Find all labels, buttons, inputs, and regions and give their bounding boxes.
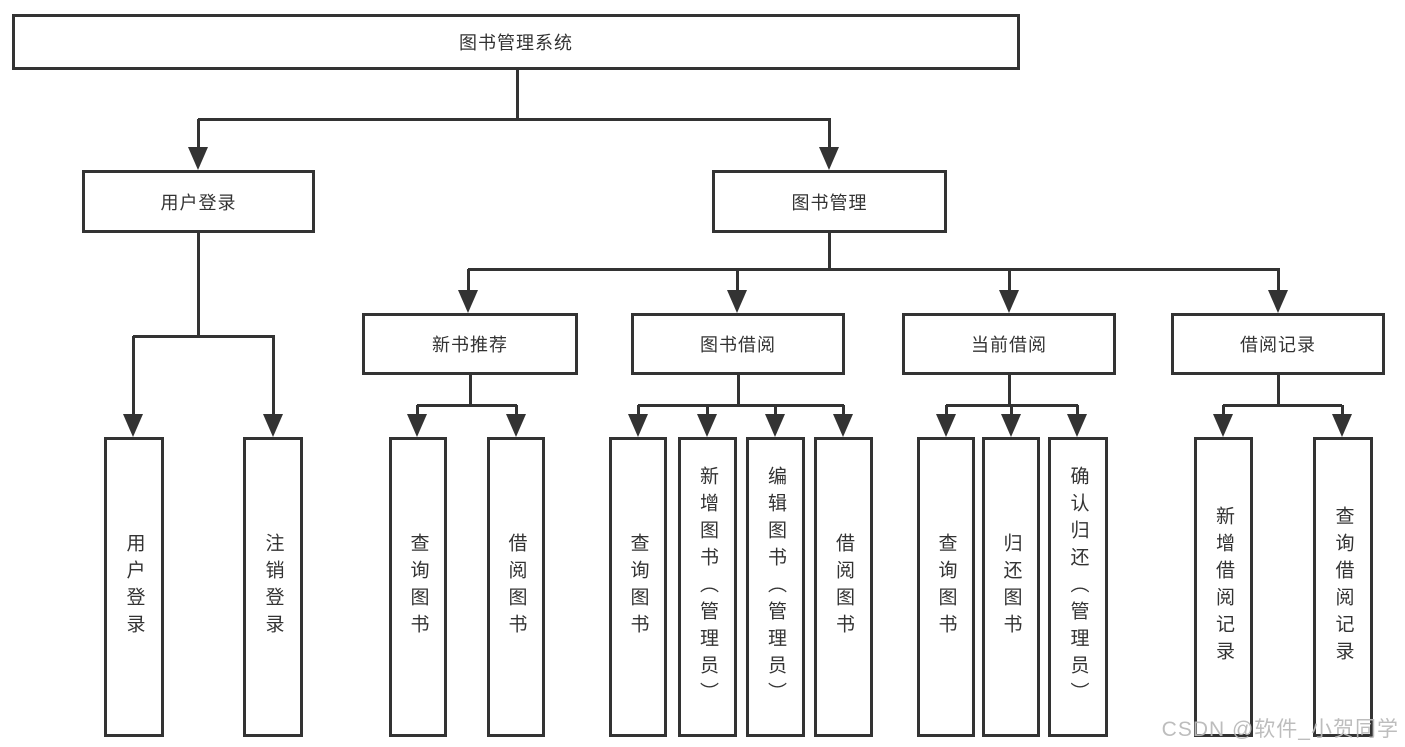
node-logout-action: 注销登录 bbox=[243, 437, 303, 737]
arrowhead-down-icon bbox=[188, 147, 208, 170]
connector-line-vertical bbox=[1340, 405, 1344, 419]
node-current-query-books: 查询图书 bbox=[917, 437, 975, 737]
node-label-user-login: 用户登录 bbox=[160, 192, 237, 213]
node-label-user-login-action: 用户登录 bbox=[123, 533, 145, 641]
arrowhead-down-icon bbox=[1001, 414, 1021, 437]
connector-line-vertical bbox=[841, 405, 845, 419]
node-new-book-recommend: 新书推荐 bbox=[362, 313, 578, 375]
node-label-borrow-borrow-books: 借阅图书 bbox=[833, 533, 854, 641]
arrowhead-down-icon bbox=[833, 414, 853, 437]
node-label-recommend-query-books: 查询图书 bbox=[407, 533, 429, 641]
connector-line-vertical bbox=[1075, 405, 1079, 419]
connector-line-vertical bbox=[131, 336, 135, 417]
connector-line-vertical bbox=[1221, 405, 1225, 419]
node-label-current-confirm-return: 确认归还（管理员） bbox=[1067, 465, 1089, 709]
connector-line-vertical bbox=[1007, 375, 1011, 407]
node-current-return-books: 归还图书 bbox=[982, 437, 1040, 737]
arrowhead-down-icon bbox=[123, 414, 143, 437]
node-label-current-query-books: 查询图书 bbox=[935, 533, 957, 641]
connector-line-vertical bbox=[636, 405, 640, 419]
arrowhead-down-icon bbox=[263, 414, 283, 437]
node-borrowing-records: 借阅记录 bbox=[1171, 313, 1385, 375]
node-book-management: 图书管理 bbox=[712, 170, 947, 233]
node-label-borrowing-records: 借阅记录 bbox=[1240, 335, 1316, 355]
connector-line-vertical bbox=[514, 405, 518, 419]
connector-line-horizontal bbox=[198, 117, 831, 121]
connector-line-vertical bbox=[1276, 375, 1280, 407]
arrowhead-down-icon bbox=[1067, 414, 1087, 437]
connector-line-vertical bbox=[515, 70, 519, 121]
connector-line-vertical bbox=[468, 375, 472, 407]
connector-line-vertical bbox=[466, 269, 470, 295]
connector-line-vertical bbox=[196, 119, 200, 152]
node-borrow-edit-books: 编辑图书（管理员） bbox=[746, 437, 805, 737]
arrowhead-down-icon bbox=[1332, 414, 1352, 437]
arrowhead-down-icon bbox=[999, 290, 1019, 313]
node-label-borrow-add-books: 新增图书（管理员） bbox=[697, 465, 718, 709]
node-label-borrow-edit-books: 编辑图书（管理员） bbox=[765, 465, 786, 709]
node-user-login-action: 用户登录 bbox=[104, 437, 164, 737]
node-system-root: 图书管理系统 bbox=[12, 14, 1020, 70]
node-label-system-root: 图书管理系统 bbox=[459, 33, 573, 53]
connector-line-horizontal bbox=[1223, 403, 1342, 407]
node-borrow-add-books: 新增图书（管理员） bbox=[678, 437, 737, 737]
node-records-add-record: 新增借阅记录 bbox=[1194, 437, 1253, 737]
arrowhead-down-icon bbox=[765, 414, 785, 437]
arrowhead-down-icon bbox=[628, 414, 648, 437]
connector-line-vertical bbox=[1007, 269, 1011, 295]
arrowhead-down-icon bbox=[1213, 414, 1233, 437]
node-records-query-record: 查询借阅记录 bbox=[1313, 437, 1373, 737]
node-borrow-borrow-books: 借阅图书 bbox=[814, 437, 873, 737]
node-label-logout-action: 注销登录 bbox=[262, 533, 284, 641]
node-label-recommend-borrow-books: 借阅图书 bbox=[505, 533, 527, 641]
connector-line-vertical bbox=[1009, 405, 1013, 419]
node-current-confirm-return: 确认归还（管理员） bbox=[1048, 437, 1108, 737]
arrowhead-down-icon bbox=[697, 414, 717, 437]
connector-line-horizontal bbox=[417, 403, 517, 407]
node-label-records-query-record: 查询借阅记录 bbox=[1332, 506, 1354, 668]
arrowhead-down-icon bbox=[727, 290, 747, 313]
node-label-current-return-books: 归还图书 bbox=[1000, 533, 1022, 641]
csdn-watermark: CSDN @软件_小贺同学 bbox=[1161, 718, 1399, 741]
arrowhead-down-icon bbox=[407, 414, 427, 437]
connector-line-vertical bbox=[196, 233, 200, 338]
connector-line-vertical bbox=[944, 405, 948, 419]
connector-line-horizontal bbox=[468, 267, 1280, 271]
node-label-records-add-record: 新增借阅记录 bbox=[1213, 506, 1234, 668]
connector-line-vertical bbox=[736, 375, 740, 407]
arrowhead-down-icon bbox=[1268, 290, 1288, 313]
node-current-borrowing: 当前借阅 bbox=[902, 313, 1116, 375]
connector-line-horizontal bbox=[133, 334, 275, 338]
node-label-new-book-recommend: 新书推荐 bbox=[432, 335, 508, 355]
arrowhead-down-icon bbox=[506, 414, 526, 437]
connector-line-vertical bbox=[415, 405, 419, 419]
connector-line-horizontal bbox=[638, 403, 844, 407]
node-label-current-borrowing: 当前借阅 bbox=[971, 335, 1047, 355]
connector-line-vertical bbox=[827, 233, 831, 271]
connector-line-vertical bbox=[735, 269, 739, 295]
connector-line-vertical bbox=[271, 336, 275, 417]
arrowhead-down-icon bbox=[819, 147, 839, 170]
node-recommend-borrow-books: 借阅图书 bbox=[487, 437, 545, 737]
node-label-book-management: 图书管理 bbox=[791, 192, 868, 213]
connector-line-vertical bbox=[705, 405, 709, 419]
arrowhead-down-icon bbox=[458, 290, 478, 313]
node-label-book-borrowing: 图书借阅 bbox=[700, 335, 776, 355]
node-recommend-query-books: 查询图书 bbox=[389, 437, 447, 737]
connector-line-vertical bbox=[1276, 269, 1280, 295]
connector-line-vertical bbox=[773, 405, 777, 419]
node-book-borrowing: 图书借阅 bbox=[631, 313, 845, 375]
node-user-login: 用户登录 bbox=[82, 170, 315, 233]
arrowhead-down-icon bbox=[936, 414, 956, 437]
connector-line-vertical bbox=[827, 119, 831, 152]
node-borrow-query-books: 查询图书 bbox=[609, 437, 667, 737]
node-label-borrow-query-books: 查询图书 bbox=[627, 533, 649, 641]
